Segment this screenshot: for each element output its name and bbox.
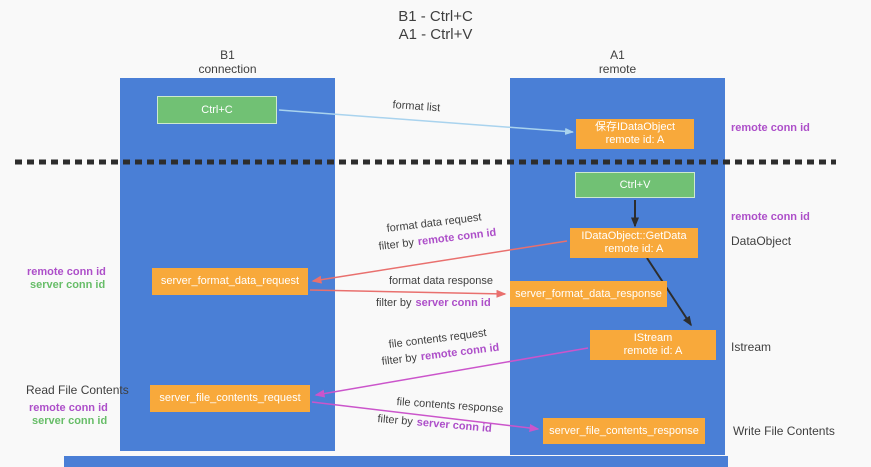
annot-remote-conn-id-mid: remote conn id (731, 211, 810, 223)
lifeline-b1-name: B1 (220, 48, 235, 62)
lifeline-a1-role: remote (598, 62, 637, 76)
lifeline-a1-name: A1 (610, 48, 625, 62)
edge-label-format-data-response: format data response (389, 275, 493, 287)
lifeline-header-a1: A1 remote (510, 48, 725, 76)
lifeline-header-b1: B1 connection (120, 48, 335, 76)
node-ctrl-c-label: Ctrl+C (201, 103, 233, 116)
annot-read-file-contents: Read File Contents (26, 383, 129, 397)
filter-by-text-4: filter by (376, 413, 414, 429)
filter-by-text-2: filter by (376, 297, 412, 309)
title-line-2: A1 - Ctrl+V (398, 26, 473, 43)
node-istream-line2: remote id: A (623, 345, 683, 357)
diagram-title: B1 - Ctrl+C A1 - Ctrl+V (0, 8, 871, 44)
node-server-file-contents-request-label: server_file_contents_request (159, 392, 301, 404)
node-istream: IStream remote id: A (590, 330, 716, 360)
title-line-1: B1 - Ctrl+C (398, 8, 473, 25)
annot-remote-conn-id-top: remote conn id (731, 122, 810, 134)
node-server-format-data-request-label: server_format_data_request (160, 275, 300, 287)
node-server-file-contents-request: server_file_contents_request (150, 385, 310, 412)
node-ctrl-v: Ctrl+V (575, 172, 695, 198)
node-server-format-data-request: server_format_data_request (152, 268, 308, 295)
node-istream-line1: IStream (633, 332, 673, 344)
annot-left-remote-conn-id-1: remote conn id (27, 266, 106, 278)
filter-by-text-1: filter by (378, 236, 415, 253)
annot-left-server-conn-id-1: server conn id (30, 279, 106, 291)
annot-left-server-conn-id-2: server conn id (32, 415, 108, 427)
node-save-idataobject: 保存IDataObject remote id: A (576, 119, 694, 149)
annot-istream: Istream (731, 340, 772, 354)
arrow-format-data-response (309, 289, 507, 298)
filter-id-server-conn-2: server conn id (416, 416, 493, 435)
node-save-idataobject-line1: 保存IDataObject (594, 121, 676, 133)
filter-by-text-3: filter by (381, 351, 418, 368)
annot-left-remote-conn-id-2: remote conn id (29, 402, 108, 414)
node-server-file-contents-response: server_file_contents_response (543, 418, 705, 444)
node-ctrl-c: Ctrl+C (157, 96, 277, 124)
node-idataobject-getdata-line1: IDataObject::GetData (581, 230, 687, 242)
bottom-bar (64, 456, 728, 467)
filter-id-server-conn-1: server conn id (415, 297, 491, 309)
node-server-format-data-response: server_format_data_response (510, 281, 667, 307)
node-server-file-contents-response-label: server_file_contents_response (549, 424, 699, 437)
node-idataobject-getdata: IDataObject::GetData remote id: A (570, 228, 698, 258)
annot-dataobject: DataObject (731, 234, 792, 248)
edge-label-file-contents-response: file contents response (396, 396, 504, 416)
node-ctrl-v-label: Ctrl+V (619, 178, 651, 191)
lifeline-b1-role: connection (198, 62, 257, 76)
node-save-idataobject-line2: remote id: A (605, 134, 665, 146)
edge-label-format-list: format list (392, 99, 441, 115)
filter-id-remote-conn-1: remote conn id (417, 226, 497, 249)
annot-write-file-contents: Write File Contents (733, 424, 835, 438)
node-server-format-data-response-label: server_format_data_response (515, 287, 662, 300)
node-idataobject-getdata-line2: remote id: A (604, 243, 664, 255)
